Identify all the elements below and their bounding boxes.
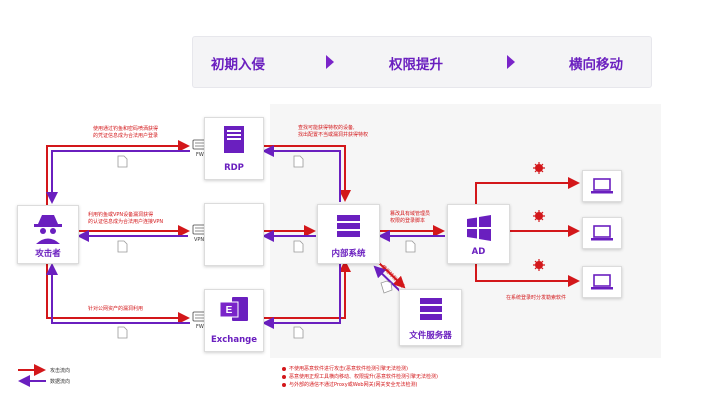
server-rack-icon [337, 215, 360, 237]
file-server-node[interactable]: 文件服务器 [399, 289, 462, 346]
note-3: 与外部的通信不通过Proxy或Web网关(网关安全无法检测) [289, 382, 418, 388]
ad-node[interactable]: AD [447, 204, 510, 264]
document-icon [293, 240, 304, 253]
attack-arrow-rdp [46, 140, 190, 205]
vpn-label: VPN [194, 237, 205, 243]
server-icon [224, 126, 244, 153]
ad-label: AD [471, 247, 486, 257]
phase-lateral-movement: 横向移动 [569, 57, 623, 73]
legend-data-label: 数据流向 [50, 379, 71, 385]
attack-arrow-rdp-internal [240, 145, 351, 202]
annotation-rdp-line2: 的凭证信息成为合法用户登录 [93, 133, 159, 139]
exchange-icon: E [219, 297, 248, 321]
attack-arrow-exchange [46, 262, 190, 324]
legend-attack-label: 攻击流向 [50, 368, 71, 374]
exchange-node[interactable]: E Exchange [204, 289, 264, 352]
document-icon [117, 240, 128, 253]
rdp-label: RDP [224, 163, 244, 173]
attack-arrow-pc3 [475, 262, 580, 287]
document-icon [405, 240, 416, 253]
annotation-rdp-line1: 使用通过钓鱼和密码喷洒获得 [93, 126, 159, 132]
data-arrow-exchange [46, 263, 190, 324]
document-icon [117, 155, 128, 168]
annotation-vpn-line2: 的认证信息成为合法用户连接VPN [88, 219, 164, 225]
vpn-node[interactable] [204, 203, 264, 266]
rdp-node[interactable]: RDP [204, 117, 264, 180]
file-server-label: 文件服务器 [409, 331, 452, 341]
annotation-vpn-line1: 利用钓鱼或VPN设备漏洞获得 [88, 212, 154, 218]
laptop-icon [591, 225, 613, 241]
laptop-icon [591, 274, 613, 290]
chevron-right-icon [326, 55, 334, 69]
phase-privilege-escalation: 权限提升 [389, 57, 443, 73]
document-icon [293, 326, 304, 339]
data-arrow-fileserver [373, 265, 402, 293]
note-1: 不使用恶意软件进行攻击(恶意软件检测引擎无法检测) [289, 366, 408, 372]
internal-system-label: 内部系统 [331, 249, 366, 259]
vpn-icon [192, 224, 208, 235]
windows-icon [467, 215, 491, 241]
server-rack-icon [420, 298, 442, 320]
annotation-spread: 在系统登录时分发勒索软件 [506, 295, 567, 301]
fw-label: FW [196, 324, 204, 330]
phase-banner: 初期入侵 权限提升 横向移动 [192, 36, 652, 88]
annotation-ad-line1: 篡改具有域管理员 [390, 211, 431, 217]
endpoint-pc-2[interactable] [582, 217, 622, 249]
endpoint-pc-3[interactable] [582, 266, 622, 298]
annotation-exchange: 针对公网资产的漏洞利用 [88, 306, 144, 312]
note-2: 恶意使用正规工具横向移动、权限提升(恶意软件检测引擎无法检测) [289, 374, 438, 380]
document-icon [293, 155, 304, 168]
exchange-label: Exchange [210, 335, 257, 345]
attack-arrow-exchange-internal [240, 260, 351, 319]
attacker-node[interactable]: 攻击者 [17, 205, 79, 264]
internal-system-node[interactable]: 内部系统 [317, 204, 380, 264]
annotation-priv-line1: 查找可能获得特权的设备, [298, 125, 355, 131]
data-arrow-rdp [46, 150, 190, 204]
laptop-icon [591, 178, 613, 194]
svg-text:E: E [226, 305, 233, 316]
attacker-label: 攻击者 [35, 249, 61, 259]
chevron-right-icon [507, 55, 515, 69]
document-icon [117, 326, 128, 339]
document-icon [380, 280, 393, 294]
fw-label: FW [196, 152, 204, 158]
annotation-ad-line2: 权限的登录脚本 [390, 218, 426, 224]
phase-initial-access: 初期入侵 [211, 57, 265, 73]
endpoint-pc-1[interactable] [582, 170, 622, 202]
data-arrow-exchange-internal [262, 260, 341, 329]
attack-arrow-pc1 [475, 177, 580, 210]
spy-icon [34, 215, 62, 244]
annotation-priv-line2: 找出配置不当或漏洞并获得特权 [298, 132, 369, 138]
data-arrow-rdp-internal [262, 145, 341, 202]
